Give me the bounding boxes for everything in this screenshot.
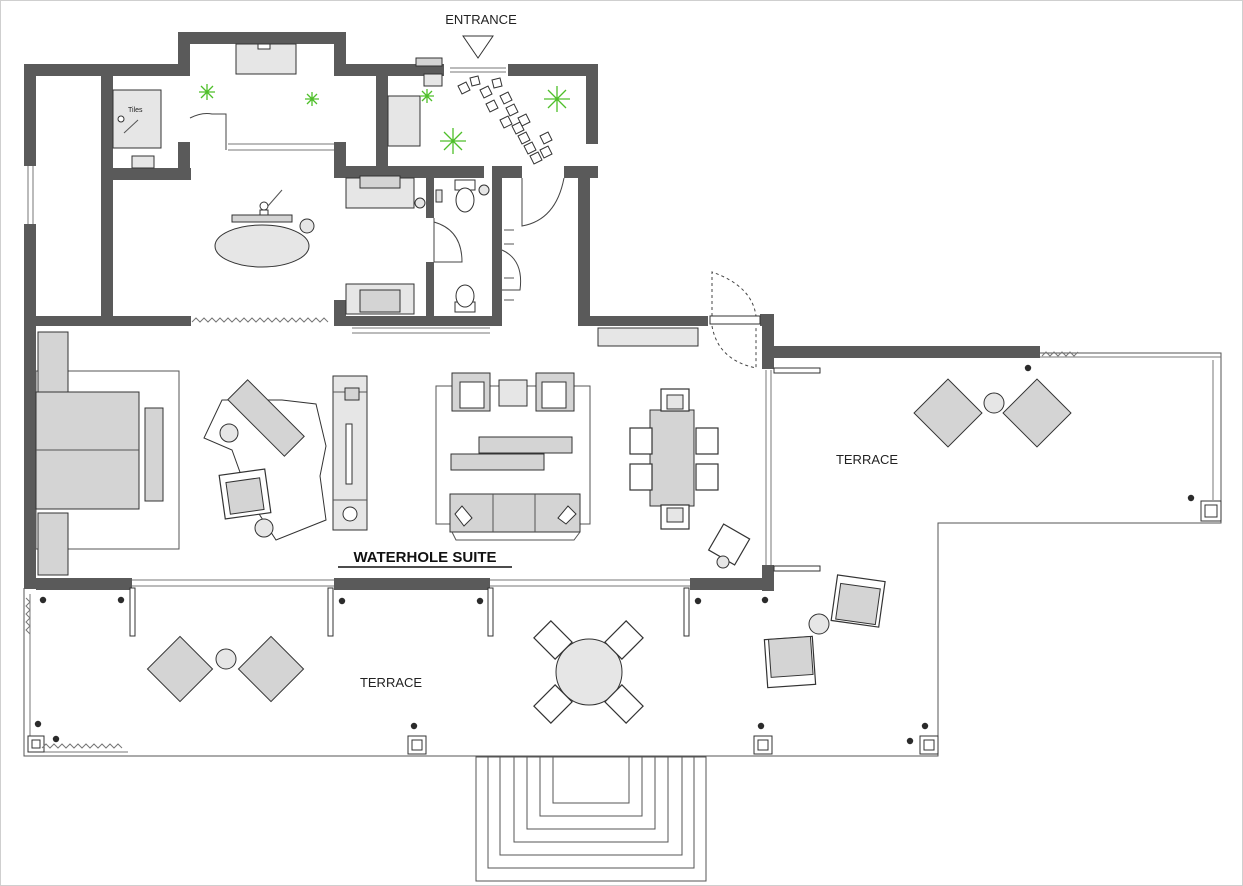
walls — [24, 32, 1040, 591]
light-fittings — [34, 364, 1195, 745]
bathroom-fixtures — [214, 175, 514, 315]
entrance-label: ENTRANCE — [445, 12, 517, 27]
entrance-steps — [475, 756, 707, 882]
terrace-outlines — [23, 352, 1222, 757]
terrace-south-label: TERRACE — [360, 675, 422, 690]
plants — [199, 84, 570, 154]
tiles-label: Tiles — [128, 107, 143, 114]
closet-room — [112, 43, 297, 169]
living-furniture — [435, 327, 751, 569]
doors — [189, 113, 761, 369]
entrance-garden — [387, 57, 553, 165]
bathtub — [214, 224, 310, 268]
dining-table — [649, 409, 695, 507]
round-table — [555, 638, 623, 706]
glazing — [25, 67, 1079, 749]
terrace-posts — [27, 500, 1222, 755]
entrance-marker — [462, 35, 494, 59]
suite-name-label: WATERHOLE SUITE — [353, 549, 496, 566]
terrace-east-label: TERRACE — [836, 452, 898, 467]
sofa — [449, 493, 581, 533]
bedroom-furniture — [35, 331, 368, 576]
terrace-furniture — [146, 378, 1072, 724]
